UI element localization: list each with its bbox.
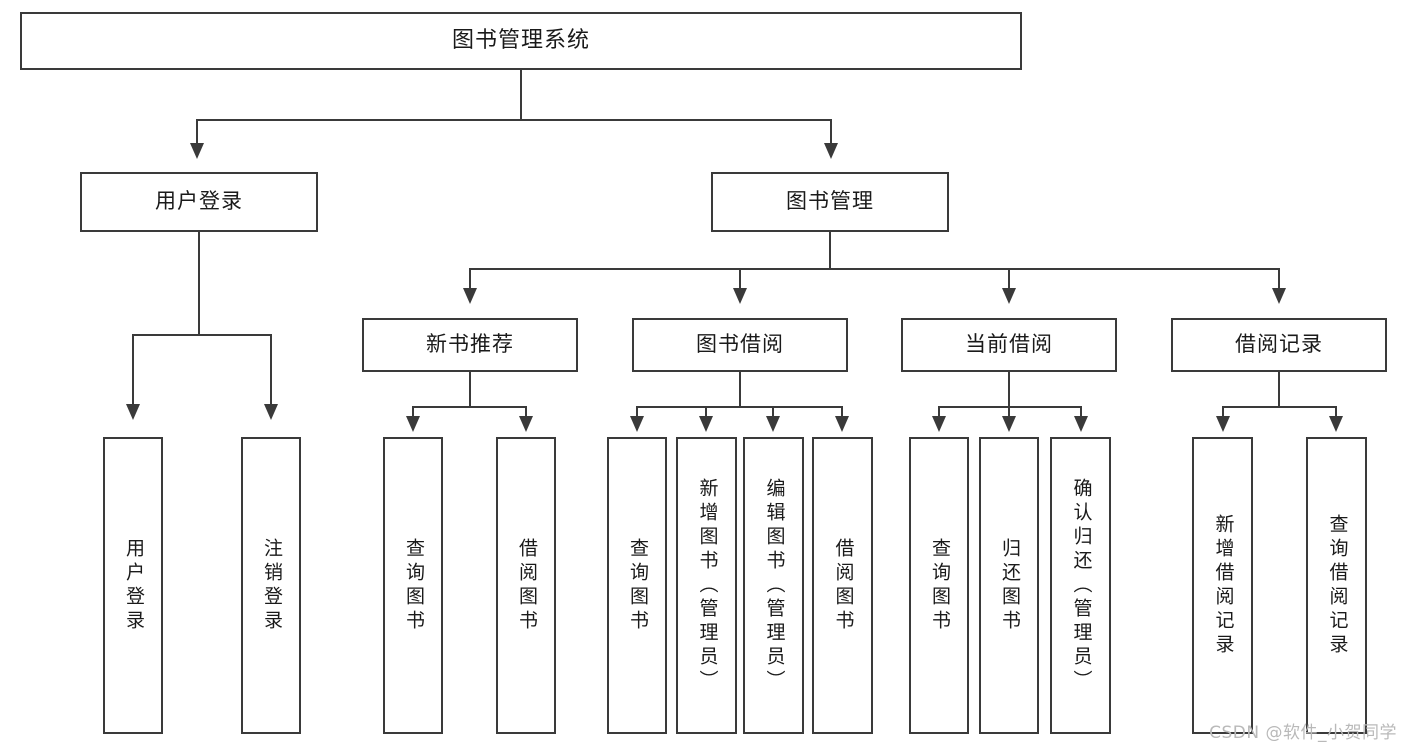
connector-bb-drop-4 [841,406,843,418]
leaf-label: 归还图书 [998,537,1021,634]
node-current-borrow[interactable]: 当前借阅 [901,318,1117,372]
leaf-add-book-admin[interactable]: 新增图书（管理员） [676,437,737,734]
leaf-query-book-current[interactable]: 查询图书 [909,437,969,734]
connector-root-drop-2 [830,119,832,145]
connector-bb-drop-1 [636,406,638,418]
connector-cb-drop-1 [938,406,940,418]
leaf-edit-book-admin[interactable]: 编辑图书（管理员） [743,437,804,734]
connector-book-manage-stem [829,232,831,270]
leaf-label: 借阅图书 [832,537,855,634]
connector-bb-drop-2 [705,406,707,418]
connector-level2-drop-1 [469,268,471,290]
leaf-label: 借阅图书 [515,537,538,634]
arrow-to-leaf-edit-book [766,416,780,432]
connector-cb-drop-2 [1008,406,1010,418]
node-borrow-record[interactable]: 借阅记录 [1171,318,1387,372]
node-label: 用户登录 [155,189,243,214]
arrow-to-leaf-logout [264,404,278,420]
connector-cb-stem [1008,372,1010,408]
arrow-to-leaf-borrow-book-2 [835,416,849,432]
arrow-to-leaf-query-book-3 [932,416,946,432]
leaf-borrow-book[interactable]: 借阅图书 [812,437,873,734]
node-user-login[interactable]: 用户登录 [80,172,318,232]
leaf-label: 用户登录 [122,537,145,634]
connector-level2-drop-2 [739,268,741,290]
leaf-label: 新增借阅记录 [1212,513,1235,658]
connector-bb-bus [636,406,843,408]
arrow-to-leaf-user-login [126,404,140,420]
node-label: 图书管理系统 [451,27,590,53]
connector-br-stem [1278,372,1280,408]
arrow-to-leaf-confirm-return [1074,416,1088,432]
connector-root-bus [196,119,832,121]
connector-root-stem [520,70,522,120]
node-label: 借阅记录 [1235,332,1323,357]
arrow-to-leaf-add-record [1216,416,1230,432]
connector-nbr-drop-1 [412,406,414,418]
leaf-label: 查询图书 [626,537,649,634]
connector-cb-drop-3 [1080,406,1082,418]
arrow-to-leaf-query-record [1329,416,1343,432]
leaf-query-book-borrow[interactable]: 查询图书 [607,437,667,734]
connector-bb-drop-3 [772,406,774,418]
arrow-to-new-book-recommend [463,288,477,304]
connector-nbr-drop-2 [525,406,527,418]
leaf-user-login[interactable]: 用户登录 [103,437,163,734]
leaf-query-book-recommend[interactable]: 查询图书 [383,437,443,734]
leaf-confirm-return-admin[interactable]: 确认归还（管理员） [1050,437,1111,734]
leaf-add-borrow-record[interactable]: 新增借阅记录 [1192,437,1253,734]
connector-user-login-drop-1 [132,334,134,406]
leaf-label: 查询图书 [928,537,951,634]
node-new-book-recommend[interactable]: 新书推荐 [362,318,578,372]
leaf-return-book[interactable]: 归还图书 [979,437,1039,734]
arrow-to-leaf-return-book [1002,416,1016,432]
csdn-watermark: CSDN @软件_小贺同学 [1209,723,1397,743]
connector-nbr-bus [412,406,527,408]
arrow-to-leaf-query-book-1 [406,416,420,432]
connector-level2-drop-3 [1008,268,1010,290]
node-book-borrow[interactable]: 图书借阅 [632,318,848,372]
connector-bb-stem [739,372,741,408]
connector-level2-drop-4 [1278,268,1280,290]
node-label: 当前借阅 [965,332,1053,357]
connector-root-drop-1 [196,119,198,145]
node-label: 新书推荐 [426,332,514,357]
node-label: 图书借阅 [696,332,784,357]
arrow-to-book-borrow [733,288,747,304]
arrow-to-user-login [190,143,204,159]
arrow-to-current-borrow [1002,288,1016,304]
leaf-label: 查询图书 [402,537,425,634]
connector-level2-bus [469,268,1280,270]
node-label: 图书管理 [786,189,874,214]
connector-user-login-stem [198,232,200,336]
connector-nbr-stem [469,372,471,408]
connector-br-bus [1222,406,1337,408]
arrow-to-borrow-record [1272,288,1286,304]
arrow-to-leaf-query-book-2 [630,416,644,432]
connector-user-login-drop-2 [270,334,272,406]
connector-user-login-bus [132,334,272,336]
arrow-to-leaf-add-book [699,416,713,432]
leaf-query-borrow-record[interactable]: 查询借阅记录 [1306,437,1367,734]
node-book-manage[interactable]: 图书管理 [711,172,949,232]
arrow-to-book-manage [824,143,838,159]
connector-br-drop-1 [1222,406,1224,418]
arrow-to-leaf-borrow-book-1 [519,416,533,432]
connector-br-drop-2 [1335,406,1337,418]
leaf-label: 注销登录 [260,537,283,634]
leaf-borrow-book-recommend[interactable]: 借阅图书 [496,437,556,734]
leaf-logout[interactable]: 注销登录 [241,437,301,734]
leaf-label: 确认归还（管理员） [1070,477,1093,694]
leaf-label: 编辑图书（管理员） [763,477,786,694]
node-root-system[interactable]: 图书管理系统 [20,12,1022,70]
connector-cb-bus [938,406,1082,408]
leaf-label: 查询借阅记录 [1326,513,1349,658]
leaf-label: 新增图书（管理员） [696,477,719,694]
